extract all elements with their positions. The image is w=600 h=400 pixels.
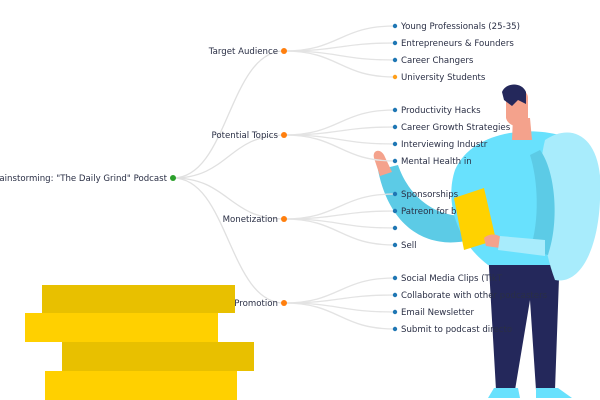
leaf-label: Sell <box>401 241 417 251</box>
branch-label: Promotion <box>234 299 278 309</box>
yellow-block <box>25 313 218 342</box>
leaf-label: Collaborate with other podcasters <box>401 291 548 301</box>
leaf-node[interactable] <box>392 208 398 214</box>
branch-node[interactable] <box>281 48 287 54</box>
branch-link <box>172 177 285 220</box>
leaf-label: Submit to podcast directo <box>401 325 512 335</box>
root-label: Brainstorming: "The Daily Grind" Podcast <box>0 174 168 184</box>
leaf-node[interactable] <box>392 225 398 231</box>
leaf-label: Email Newsletter <box>401 308 474 318</box>
leaf-label: Entrepreneurs & Founders <box>401 39 514 49</box>
leaf-node[interactable] <box>392 40 398 46</box>
branch-label: Target Audience <box>208 47 278 57</box>
leaf-label: Sponsorships <box>401 190 459 200</box>
branch-node[interactable] <box>281 300 287 306</box>
leaf-label: Productivity Hacks <box>401 106 481 116</box>
branch-link <box>172 177 285 304</box>
leaf-label: Mental Health in <box>401 157 472 167</box>
leaf-node[interactable] <box>392 158 398 164</box>
leaf-node[interactable] <box>392 275 398 281</box>
branch-node[interactable] <box>281 216 287 222</box>
branch-node[interactable] <box>281 132 287 138</box>
yellow-block <box>45 371 237 400</box>
leaf-label: Young Professionals (25-35) <box>400 22 520 32</box>
leaf-label: University Students <box>401 73 486 83</box>
leaf-node[interactable] <box>392 141 398 147</box>
leaf-label: Interviewing Industr <box>401 140 488 150</box>
leaf-link <box>283 302 396 330</box>
leaf-label: Career Changers <box>401 56 474 66</box>
leaf-link <box>283 134 396 162</box>
leaf-label: Career Growth Strategies <box>401 123 511 133</box>
branch-label: Monetization <box>223 215 278 225</box>
leaf-link <box>283 50 396 78</box>
leaf-link <box>283 218 396 246</box>
yellow-block <box>62 342 254 371</box>
leaf-label: Social Media Clips (TikT <box>401 274 503 284</box>
leaf-node[interactable] <box>392 57 398 63</box>
leaf-node[interactable] <box>392 242 398 248</box>
leaf-node[interactable] <box>392 309 398 315</box>
leaf-node[interactable] <box>392 191 398 197</box>
root-node[interactable] <box>170 175 176 181</box>
yellow-block <box>42 285 235 313</box>
leaf-node[interactable] <box>392 74 398 80</box>
leaf-node[interactable] <box>392 124 398 130</box>
leaf-node[interactable] <box>392 23 398 29</box>
branch-label: Potential Topics <box>212 131 279 141</box>
leaf-node[interactable] <box>392 107 398 113</box>
leaf-node[interactable] <box>392 326 398 332</box>
leaf-label: Patreon for b <box>401 207 457 217</box>
leaf-node[interactable] <box>392 292 398 298</box>
branch-link <box>172 50 285 179</box>
branch-link <box>172 134 285 179</box>
